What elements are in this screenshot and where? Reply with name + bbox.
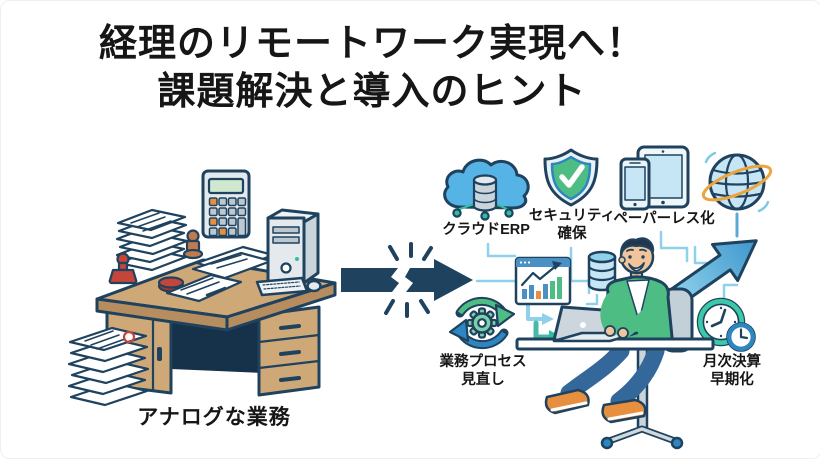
- double-clock-icon: [696, 297, 756, 352]
- chart-window-icon: [514, 256, 572, 306]
- shield-check-icon: [543, 148, 599, 207]
- desktop-pc-icon: [266, 208, 320, 285]
- laptop-icon: [552, 305, 639, 343]
- monthly-closing-label: 月次決算 早期化: [703, 354, 761, 389]
- shoe-left: [544, 388, 590, 415]
- paperless-label: ペーパーレス化: [613, 211, 715, 227]
- security-label: セキュリティ 確保: [528, 208, 616, 243]
- paper-stack-desk: [115, 208, 189, 272]
- desk-shadow: [171, 315, 263, 373]
- globe-icon: [701, 151, 773, 213]
- analog-work-label: アナログな業務: [137, 406, 291, 429]
- broken-arrow-icon: [341, 242, 473, 318]
- documents: [165, 245, 275, 303]
- tablet-smartphone-icon: [619, 145, 690, 211]
- hanko-stamp-icon: [108, 252, 138, 285]
- stamp-icon: [182, 229, 204, 260]
- mouse-icon: [306, 279, 322, 293]
- cycle-gear-icon: [448, 296, 516, 350]
- keyboard-icon: [255, 276, 309, 297]
- title-line-2: 課題解決と導入のヒント: [157, 70, 587, 113]
- cloud-erp-label: クラウドERP: [442, 222, 530, 238]
- arms: [600, 292, 663, 339]
- legs: [544, 342, 665, 424]
- title-line-1: 経理のリモートワーク実現へ！: [98, 23, 645, 65]
- cloud-database-icon: [443, 158, 530, 221]
- page-title: 経理のリモートワーク実現へ！ 課題解決と導入のヒント: [1, 21, 743, 117]
- analog-desk-scene: [67, 169, 337, 407]
- shoe-right: [601, 398, 647, 424]
- person-at-laptop: [515, 237, 715, 450]
- paper-stack-floor: [67, 326, 150, 407]
- head: [618, 237, 655, 275]
- flow-arrows: [526, 299, 562, 344]
- calculator-icon: [201, 169, 251, 239]
- process-review-label: 業務プロセス 見直し: [439, 354, 527, 389]
